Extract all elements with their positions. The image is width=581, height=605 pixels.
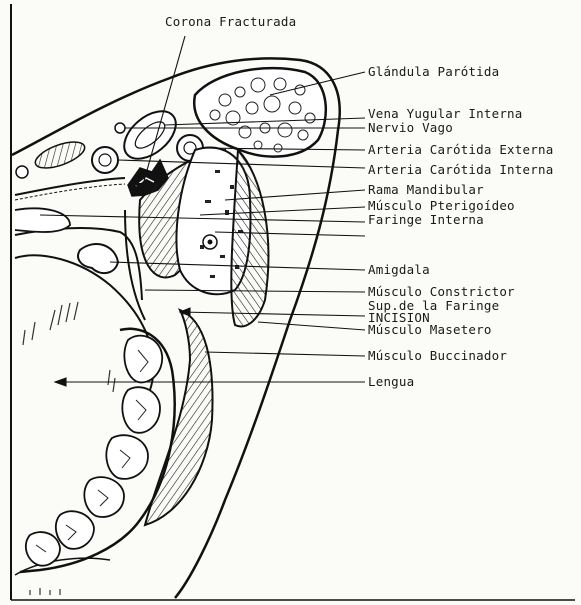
label-pterigoideo: Músculo Pterigoídeo bbox=[368, 198, 515, 213]
vagus-nerve bbox=[115, 123, 125, 133]
label-faringe-interna: Faringe Interna bbox=[368, 212, 484, 227]
label-nervio-vago: Nervio Vago bbox=[368, 120, 453, 135]
label-buccinador: Músculo Buccinador bbox=[368, 348, 507, 363]
label-amigdala: Amigdala bbox=[368, 262, 430, 277]
label-lengua: Lengua bbox=[368, 374, 414, 389]
label-glandula-parotida: Glándula Parótida bbox=[368, 64, 499, 79]
label-constrictor: Músculo Constrictor bbox=[368, 284, 515, 299]
label-masetero: Músculo Masetero bbox=[368, 322, 492, 337]
label-carotida-interna: Arteria Carótida Interna bbox=[368, 162, 553, 177]
label-corona-fracturada: Corona Fracturada bbox=[165, 14, 296, 29]
label-vena-yugular: Vena Yugular Interna bbox=[368, 106, 523, 121]
label-carotida-externa: Arteria Carótida Externa bbox=[368, 142, 553, 157]
label-rama-mandibular: Rama Mandibular bbox=[368, 182, 484, 197]
internal-carotid bbox=[92, 147, 118, 173]
parotid-gland bbox=[194, 68, 326, 156]
masseter-muscle bbox=[231, 150, 268, 326]
